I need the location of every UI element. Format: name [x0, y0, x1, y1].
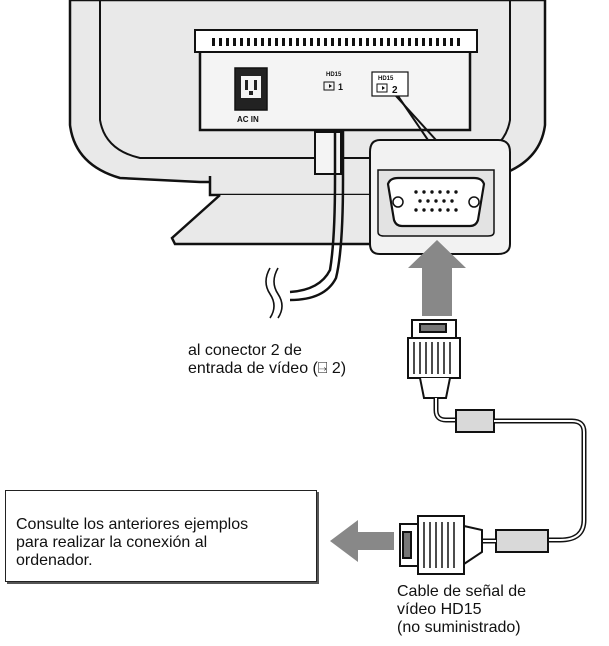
callout-line-3: ordenador. — [16, 552, 93, 569]
up-arrow-icon — [408, 240, 466, 316]
power-socket-icon — [234, 67, 268, 111]
cable-connector-bottom — [399, 515, 483, 575]
port2-number: 2 — [392, 85, 398, 96]
port1-marker: HD15 1 — [323, 72, 343, 92]
port2-marker: HD15 2 — [371, 71, 409, 97]
connector-label-line-2: entrada de vídeo (⍈ 2) — [188, 360, 347, 377]
callout-box — [5, 490, 317, 582]
cable-label-line-3: (no suministrado) — [397, 619, 521, 636]
cable-label: Cable de señal de vídeo HD15 (no suminis… — [397, 583, 526, 637]
cable-label-line-2: vídeo HD15 — [397, 601, 482, 618]
video-input-icon — [376, 83, 388, 93]
acin-label: AC IN — [237, 115, 259, 124]
video-cable — [433, 398, 587, 553]
vga-port-pins — [414, 190, 458, 212]
callout-line-2: para realizar la conexión al — [16, 534, 208, 551]
left-arrow-icon — [330, 520, 394, 562]
connector-label: al conector 2 de entrada de vídeo (⍈ 2) — [188, 342, 346, 378]
port1-number: 1 — [338, 82, 343, 92]
video-input-icon — [323, 81, 335, 91]
callout-text: Consulte los anteriores ejemplos para re… — [16, 516, 248, 570]
connector-label-line-1: al conector 2 de — [188, 342, 302, 359]
callout-line-1: Consulte los anteriores ejemplos — [16, 516, 249, 533]
cable-label-line-1: Cable de señal de — [397, 583, 526, 600]
cable-connector-top — [407, 319, 461, 399]
power-cord — [265, 130, 345, 319]
port1-label: HD15 — [326, 72, 342, 78]
port2-label: HD15 — [378, 76, 394, 82]
vent-slots — [212, 38, 460, 46]
